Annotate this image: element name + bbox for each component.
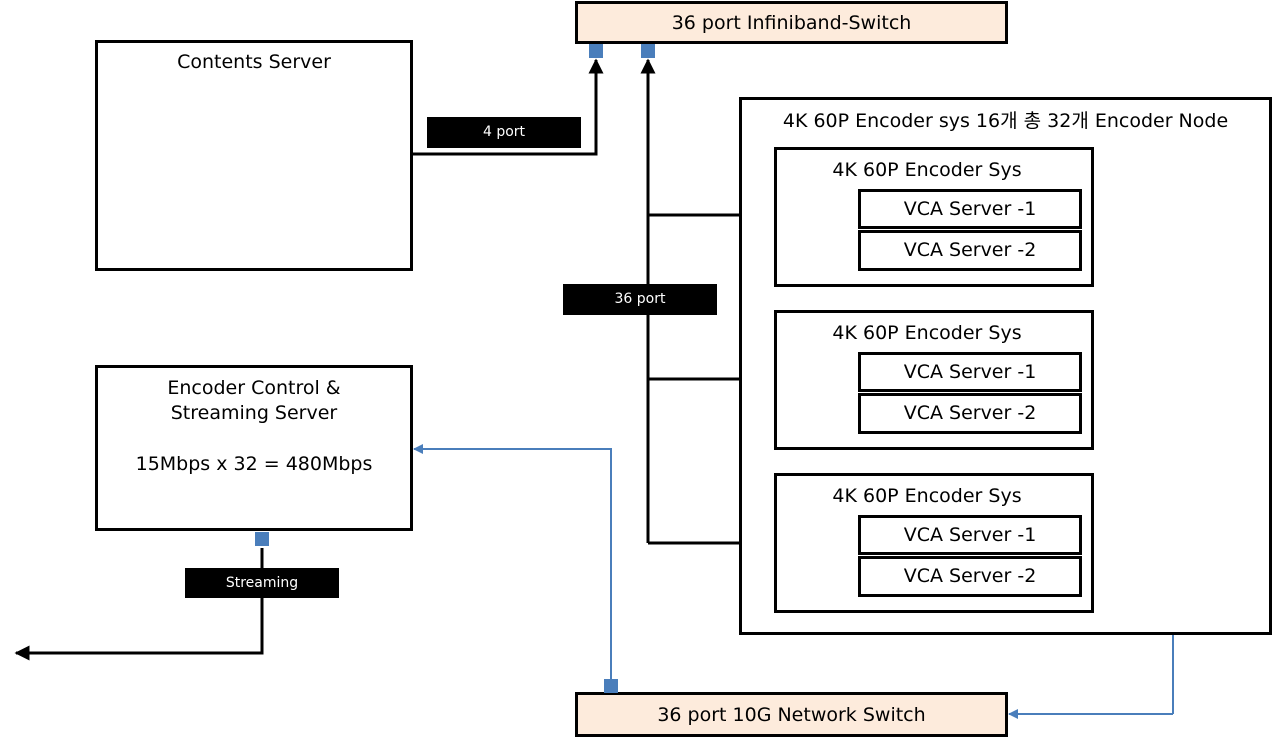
- encoder-sys-3-vca-server-1: VCA Server -1: [858, 515, 1082, 555]
- encoder-sys-1-vca-server-2: VCA Server -2: [858, 230, 1082, 271]
- contents-to-infiniband-link: [413, 58, 604, 156]
- infiniband-port-contents: [589, 44, 603, 58]
- control-server-rate: 15Mbps x 32 = 480Mbps: [135, 453, 373, 475]
- infiniband-port-encoders: [641, 44, 655, 58]
- network-to-control-link: [413, 444, 612, 680]
- control-server-label-line1: Encoder Control &: [167, 377, 341, 399]
- network-switch-port: [604, 679, 618, 693]
- contents-server-label: Contents Server: [177, 51, 331, 73]
- encoder-sys-3-vca-server-2: VCA Server -2: [858, 556, 1082, 597]
- encoder-sys-1-vca-server-1: VCA Server -1: [858, 189, 1082, 229]
- control-streaming-server: Encoder Control & Streaming Server 15Mbp…: [95, 365, 413, 531]
- encoder-sys-3-label: 4K 60P Encoder Sys: [832, 485, 1022, 507]
- encoder-sys-1-label: 4K 60P Encoder Sys: [832, 159, 1022, 181]
- encoder-sys-2-label: 4K 60P Encoder Sys: [832, 322, 1022, 344]
- link-label-36-port: 36 port: [563, 284, 717, 315]
- network-switch: 36 port 10G Network Switch: [575, 692, 1008, 737]
- encoder-sys-2-vca-server-2: VCA Server -2: [858, 393, 1082, 434]
- encoder-node-label: 4K 60P Encoder sys 16개 총 32개 Encoder Nod…: [782, 110, 1229, 132]
- network-switch-label: 36 port 10G Network Switch: [657, 704, 926, 726]
- infiniband-switch: 36 port Infiniband-Switch: [575, 1, 1008, 44]
- control-server-label-line2: Streaming Server: [170, 402, 338, 424]
- contents-server: Contents Server: [95, 40, 413, 271]
- streaming-output-link: [14, 548, 264, 661]
- control-server-streaming-port: [255, 532, 269, 546]
- link-label-streaming: Streaming: [185, 568, 339, 598]
- link-label-4-port: 4 port: [427, 117, 581, 148]
- infiniband-switch-label: 36 port Infiniband-Switch: [671, 12, 912, 34]
- encoder-sys-2-vca-server-1: VCA Server -1: [858, 352, 1082, 392]
